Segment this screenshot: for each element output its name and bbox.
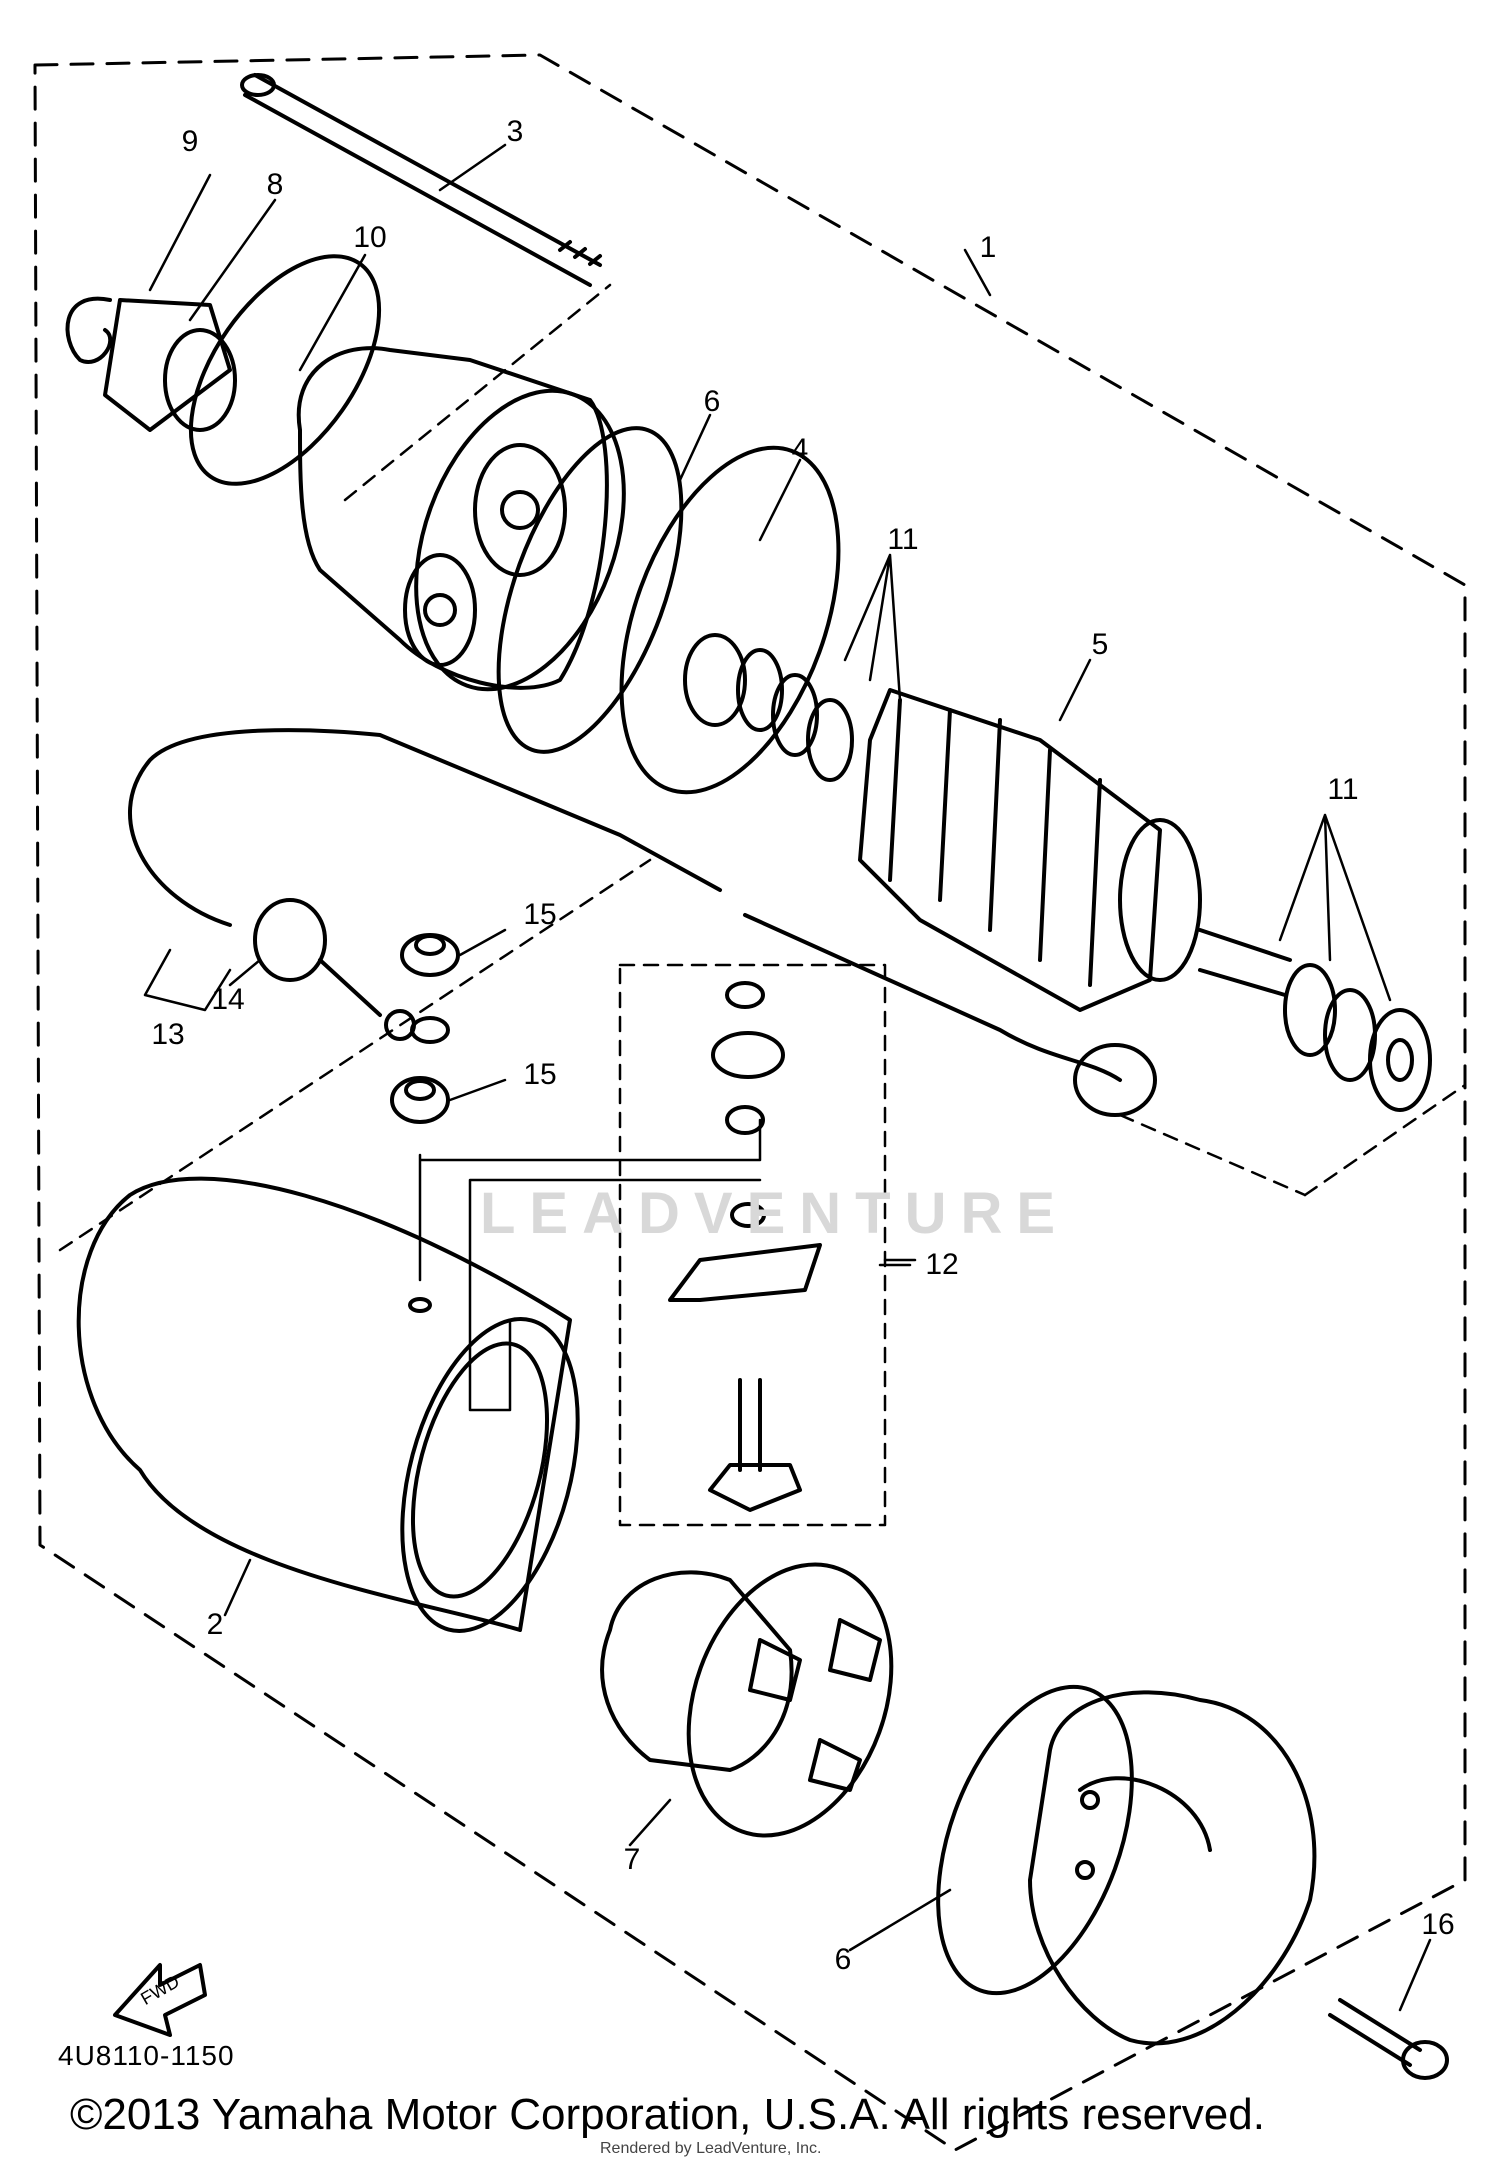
watermark: LEADVENTURE <box>480 1181 1070 1246</box>
brush-holder <box>600 1562 894 1838</box>
rear-cover <box>1028 1690 1317 2046</box>
front-housing <box>296 346 626 692</box>
callout-8: 8 <box>266 168 284 201</box>
lead-wire <box>128 728 1157 1117</box>
callout-11-right: 11 <box>1327 773 1359 806</box>
circlip <box>65 296 113 364</box>
callout-15-upper: 15 <box>523 898 557 931</box>
callout-13: 13 <box>151 1018 185 1051</box>
callout-9: 9 <box>181 125 199 158</box>
callout-11-left: 11 <box>887 523 919 556</box>
callout-4: 4 <box>791 433 809 466</box>
yoke-housing <box>76 1176 762 1633</box>
callout-6-lower: 6 <box>834 1943 852 1976</box>
washer-small <box>410 1016 450 1044</box>
reference-number: 4U8110-1150 <box>58 2040 235 2071</box>
through-bolt <box>240 73 602 287</box>
washer-set-right <box>1283 963 1432 1112</box>
callout-5: 5 <box>1091 628 1109 661</box>
callout-6-upper: 6 <box>703 385 721 418</box>
assembly-boundary <box>33 53 1467 2152</box>
callout-7: 7 <box>623 1843 641 1876</box>
callout-14: 14 <box>211 983 245 1016</box>
rendered-by-notice: Rendered by LeadVenture, Inc. <box>600 2140 822 2157</box>
callout-12: 12 <box>925 1248 959 1281</box>
callout-2: 2 <box>206 1608 224 1641</box>
washer-set-left <box>736 648 854 782</box>
gasket-ring-lower <box>936 1684 1134 1996</box>
forward-direction-arrow <box>113 1963 207 2037</box>
nut-upper <box>400 933 460 977</box>
o-ring <box>188 254 382 486</box>
callout-15-lower: 15 <box>523 1058 557 1091</box>
callout-10: 10 <box>353 221 387 254</box>
callout-3: 3 <box>506 115 524 148</box>
callout-16: 16 <box>1421 1908 1455 1941</box>
gasket-ring-upper <box>496 426 684 754</box>
terminal-kit <box>618 963 917 1527</box>
bearing-plate <box>619 445 841 795</box>
end-bolt <box>1328 1998 1449 2080</box>
armature <box>858 688 1292 1012</box>
copyright-notice: ©2013 Yamaha Motor Corporation, U.S.A. A… <box>70 2090 1265 2139</box>
nut-lower <box>390 1076 450 1124</box>
callout-1: 1 <box>979 231 997 264</box>
pinion-gear <box>103 298 237 432</box>
